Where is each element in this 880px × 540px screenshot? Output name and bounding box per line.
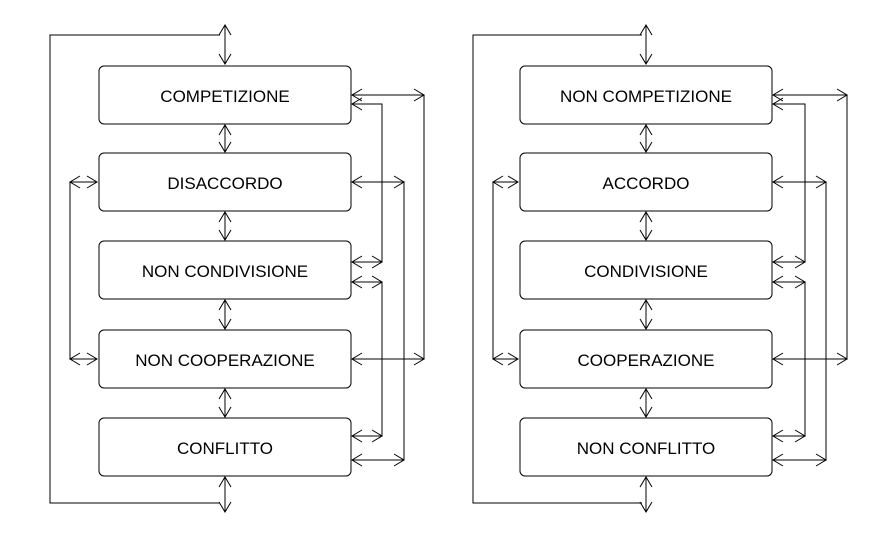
diagram-right: NON COMPETIZIONE ACCORDO CONDIVISIONE CO…	[472, 24, 848, 513]
right-side-connectors	[351, 88, 425, 467]
outer-loop-line	[472, 34, 642, 504]
vertical-double-arrows	[639, 24, 653, 513]
diagram-left: COMPETIZIONE DISACCORDO NON CONDIVISIONE…	[49, 24, 425, 513]
box-label: ACCORDO	[603, 174, 690, 193]
right-side-connectors	[772, 88, 848, 467]
box-label: NON CONDIVISIONE	[142, 262, 308, 281]
box-competizione: COMPETIZIONE	[98, 65, 352, 125]
box-label: COMPETIZIONE	[160, 87, 289, 106]
box-non-condivisione: NON CONDIVISIONE	[98, 240, 352, 300]
box-label: CONDIVISIONE	[584, 262, 708, 281]
box-disaccordo: DISACCORDO	[98, 152, 352, 212]
box-accordo: ACCORDO	[519, 152, 773, 212]
left-side-loop	[69, 175, 98, 366]
box-cooperazione: COOPERAZIONE	[519, 329, 773, 389]
box-conflitto: CONFLITTO	[98, 417, 352, 477]
box-label: COOPERAZIONE	[578, 351, 715, 370]
box-label: NON COMPETIZIONE	[560, 87, 732, 106]
box-label: DISACCORDO	[167, 174, 282, 193]
box-non-conflitto: NON CONFLITTO	[519, 417, 773, 477]
box-non-cooperazione: NON COOPERAZIONE	[98, 329, 352, 389]
box-non-competizione: NON COMPETIZIONE	[519, 65, 773, 125]
box-label: NON CONFLITTO	[577, 439, 716, 458]
box-condivisione: CONDIVISIONE	[519, 240, 773, 300]
vertical-double-arrows	[218, 24, 232, 513]
box-label: CONFLITTO	[177, 439, 273, 458]
box-label: NON COOPERAZIONE	[135, 351, 314, 370]
outer-loop-line	[49, 34, 220, 504]
left-side-loop	[492, 175, 519, 366]
